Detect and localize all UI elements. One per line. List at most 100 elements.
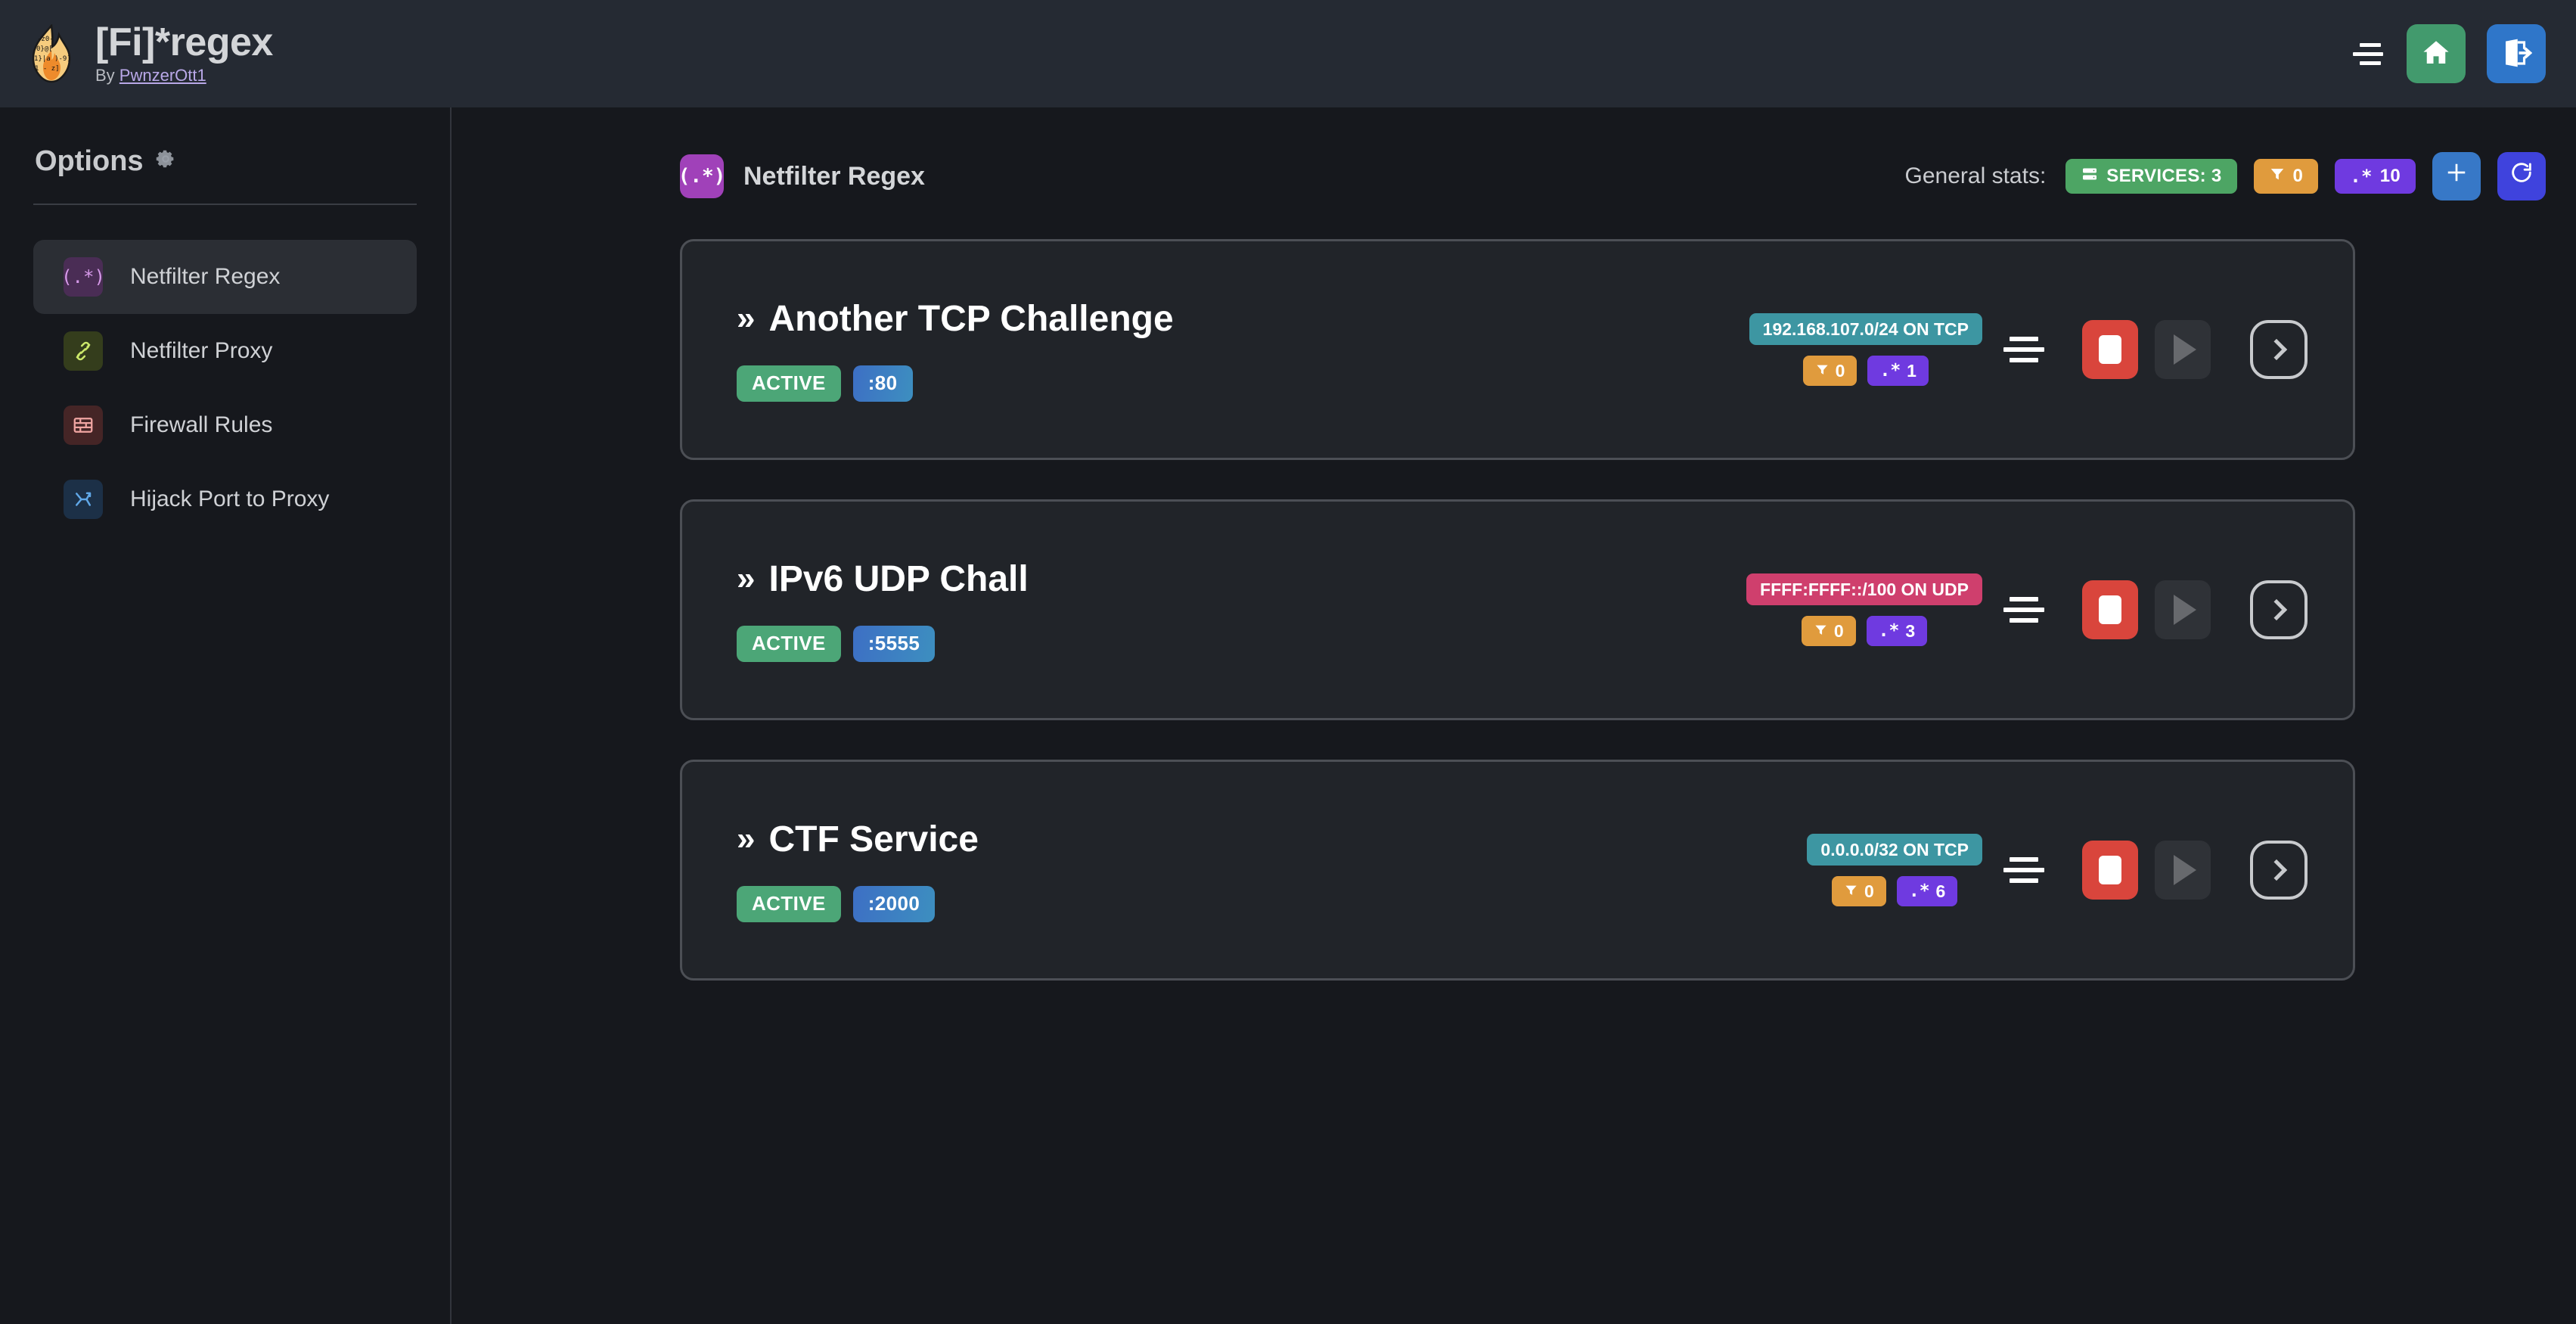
play-button[interactable] (2155, 841, 2211, 900)
regex-count: 3 (1905, 620, 1916, 641)
service-network-info: FFFF:FFFF::/100 ON UDP 0 .* 3 (1746, 573, 1982, 646)
top-bar: -z0- 0}@[ 1}|a )-9] 1 - z] [Fi]*regex By… (0, 0, 2576, 107)
chevron-right-icon (2265, 598, 2288, 621)
service-card[interactable]: » Another TCP Challenge ACTIVE :80 192.1… (680, 239, 2355, 460)
service-network-info: 192.168.107.0/24 ON TCP 0 .* 1 (1749, 313, 1982, 386)
double-chevron-right-icon: » (737, 560, 756, 597)
status-badge: ACTIVE (737, 625, 841, 662)
play-button[interactable] (2155, 580, 2211, 639)
service-counters: 0 .* 6 (1832, 876, 1958, 906)
service-name: Another TCP Challenge (768, 298, 1174, 339)
stat-services-text: SERVICES: 3 (2106, 166, 2222, 186)
play-icon (2174, 855, 2196, 885)
service-list: » Another TCP Challenge ACTIVE :80 192.1… (680, 239, 2355, 981)
port-badge: :5555 (852, 625, 936, 662)
service-badges: ACTIVE :2000 (737, 885, 979, 922)
add-service-button[interactable] (2432, 152, 2481, 200)
sidebar-item-label: Firewall Rules (130, 412, 273, 437)
funnel-icon (1814, 621, 1828, 642)
logout-icon (2500, 37, 2533, 71)
page-header: (.*) Netfilter Regex General stats: SERV… (678, 152, 2576, 200)
sidebar-nav: (.*) Netfilter Regex Netfilter Proxy (0, 240, 450, 536)
stop-button[interactable] (2082, 580, 2138, 639)
service-title-row: » IPv6 UDP Chall (737, 558, 1029, 600)
service-counters: 0 .* 1 (1802, 356, 1929, 386)
network-badge: FFFF:FFFF::/100 ON UDP (1746, 573, 1982, 605)
sidebar-item-netfilter-proxy[interactable]: Netfilter Proxy (33, 314, 417, 388)
author-link[interactable]: PwnzerOtt1 (119, 66, 206, 85)
plus-icon (2443, 159, 2470, 194)
service-badges: ACTIVE :80 (737, 365, 1174, 402)
sidebar-heading-label: Options (35, 145, 144, 177)
stop-icon (2099, 595, 2121, 624)
open-service-button[interactable] (2250, 580, 2308, 639)
funnel-icon (1844, 881, 1858, 902)
top-bar-actions (2351, 24, 2546, 83)
align-center-icon[interactable] (1982, 597, 2065, 623)
sidebar-item-label: Netfilter Regex (130, 264, 281, 289)
regex-count: 6 (1935, 881, 1946, 901)
brick-wall-icon (64, 406, 103, 445)
filters-count: 0 (1835, 360, 1845, 381)
open-service-button[interactable] (2250, 841, 2308, 900)
service-name: CTF Service (768, 819, 979, 859)
stat-regexes: .* 10 (2335, 159, 2416, 194)
regex-icon: (.*) (678, 154, 725, 198)
general-stats-label: General stats: (1904, 163, 2047, 188)
service-counters: 0 .* 3 (1801, 616, 1928, 646)
sidebar-item-netfilter-regex[interactable]: (.*) Netfilter Regex (33, 240, 417, 314)
filters-count: 0 (1833, 620, 1844, 641)
align-center-icon[interactable] (1982, 337, 2065, 362)
app-title: [Fi]*regex (95, 20, 273, 64)
general-stats: General stats: SERVICES: 3 (1905, 152, 2546, 200)
refresh-button[interactable] (2497, 152, 2546, 200)
chevron-right-icon (2265, 338, 2288, 361)
service-title-row: » CTF Service (737, 819, 979, 860)
regex-count-badge: .* 1 (1867, 356, 1929, 386)
regex-count-badge: .* 6 (1896, 876, 1958, 906)
regex-icon: .* (1878, 621, 1900, 641)
stop-icon (2099, 335, 2121, 364)
proxy-plug-icon (64, 331, 103, 371)
service-info: » Another TCP Challenge ACTIVE :80 (737, 298, 1174, 402)
stat-services: SERVICES: 3 (2065, 159, 2237, 194)
funnel-icon (2269, 166, 2286, 188)
svg-text:0}@[: 0}@[ (36, 45, 53, 53)
sidebar-item-hijack-port-to-proxy[interactable]: Hijack Port to Proxy (33, 462, 417, 536)
sidebar-item-label: Hijack Port to Proxy (130, 486, 330, 511)
align-center-icon[interactable] (1982, 857, 2065, 883)
network-badge: 0.0.0.0/32 ON TCP (1807, 834, 1982, 866)
main-content: (.*) Netfilter Regex General stats: SERV… (453, 107, 2576, 1324)
filters-count-badge: 0 (1802, 356, 1858, 386)
service-card[interactable]: » IPv6 UDP Chall ACTIVE :5555 FFFF:FFFF:… (680, 499, 2355, 720)
play-button[interactable] (2155, 320, 2211, 379)
app-author-line: By PwnzerOtt1 (95, 66, 273, 85)
stop-button[interactable] (2082, 841, 2138, 900)
play-icon (2174, 334, 2196, 365)
status-badge: ACTIVE (737, 885, 841, 922)
sidebar-item-firewall-rules[interactable]: Firewall Rules (33, 388, 417, 462)
regex-icon: .* (1879, 361, 1901, 381)
sidebar-divider (33, 204, 417, 205)
stop-icon (2099, 856, 2121, 884)
stop-button[interactable] (2082, 320, 2138, 379)
page-title: Netfilter Regex (743, 161, 925, 191)
filters-count-badge: 0 (1801, 616, 1856, 646)
port-badge: :2000 (852, 885, 936, 922)
service-controls: FFFF:FFFF::/100 ON UDP 0 .* 3 (1746, 573, 2308, 646)
status-badge: ACTIVE (737, 365, 841, 402)
service-card[interactable]: » CTF Service ACTIVE :2000 0.0.0.0/32 ON… (680, 760, 2355, 981)
play-icon (2174, 595, 2196, 625)
by-label: By (95, 66, 119, 85)
regex-icon: .* (2350, 166, 2373, 187)
flame-logo: -z0- 0}@[ 1}|a )-9] 1 - z] (27, 23, 76, 83)
svg-text:1}|a )-9]: 1}|a )-9] (34, 55, 71, 63)
port-badge: :80 (852, 365, 913, 402)
open-service-button[interactable] (2250, 320, 2308, 379)
logout-button[interactable] (2487, 24, 2546, 83)
hamburger-menu-icon[interactable] (2351, 40, 2385, 67)
svg-text:1 - z]: 1 - z] (35, 65, 60, 73)
double-chevron-right-icon: » (737, 300, 756, 337)
server-icon (2081, 165, 2099, 188)
home-button[interactable] (2407, 24, 2466, 83)
